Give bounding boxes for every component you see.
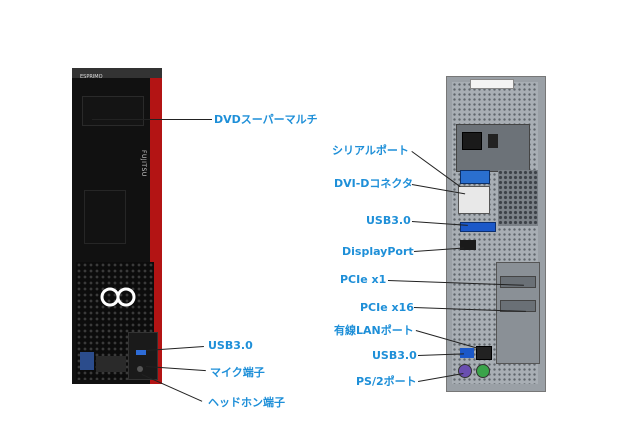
fujitsu-logo: FUJITSU <box>140 150 147 177</box>
spec-sticker <box>96 356 126 372</box>
esprimo-logo: ESPRIMO <box>80 74 103 80</box>
rear-usb3-ports-top <box>460 222 496 232</box>
dvi-d-port <box>458 186 490 214</box>
lan-port <box>476 346 492 360</box>
label-serial: シリアルポート <box>332 144 409 157</box>
leader-headphone <box>141 374 203 402</box>
label-usb3-front: USB3.0 <box>208 339 253 352</box>
drive-bay <box>84 190 126 244</box>
label-dvd: DVDスーパーマルチ <box>214 113 318 126</box>
front-audio-jack <box>137 366 143 372</box>
label-usb3-bottom: USB3.0 <box>372 349 417 362</box>
serial-port <box>460 170 490 184</box>
pcie-x1-slot <box>500 276 536 288</box>
power-inlet <box>462 132 482 150</box>
pcie-x16-slot <box>500 300 536 312</box>
leader-dvd <box>92 119 212 120</box>
ps2-mouse-port <box>476 364 490 378</box>
label-mic: マイク端子 <box>210 366 265 379</box>
rear-usb3-ports-bottom <box>460 348 474 358</box>
label-usb3-top: USB3.0 <box>366 214 411 227</box>
dvd-drive <box>82 96 144 126</box>
rear-fan-grille <box>498 170 538 226</box>
label-displayport: DisplayPort <box>342 245 414 258</box>
label-lan: 有線LANポート <box>334 324 414 337</box>
front-top-edge <box>72 68 162 78</box>
power-switch <box>488 134 498 148</box>
serial-tag <box>470 79 514 89</box>
label-ps2: PS/2ポート <box>356 375 417 388</box>
infinity-logo-icon <box>100 287 136 307</box>
label-headphone: ヘッドホン端子 <box>208 396 285 409</box>
intel-badge-icon <box>80 352 94 370</box>
label-pcie-x1: PCIe x1 <box>340 273 387 286</box>
front-io-panel <box>128 332 158 380</box>
front-usb-port <box>136 350 146 355</box>
displayport-port <box>460 240 476 250</box>
label-pcie-x16: PCIe x16 <box>360 301 414 314</box>
label-dvi: DVI-Dコネクタ <box>334 177 413 190</box>
ps2-keyboard-port <box>458 364 472 378</box>
